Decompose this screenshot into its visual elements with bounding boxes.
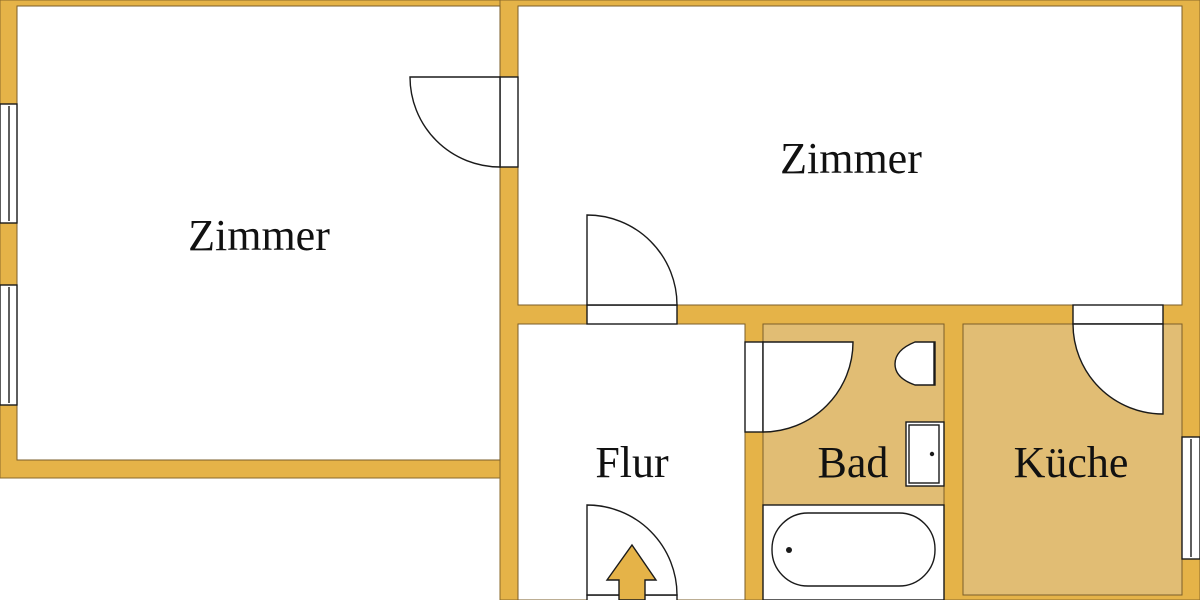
door-swing-icon (1072, 304, 1164, 415)
room-label-bad: Bad (818, 438, 889, 487)
bath-fixtures (762, 341, 945, 600)
entrance-arrow-icon (605, 543, 658, 600)
room-labels: Zimmer Zimmer Flur Bad Küche (188, 134, 1128, 487)
room-label-zimmer-left: Zimmer (188, 211, 330, 260)
door-swing-icon (409, 76, 519, 168)
windows (0, 103, 1200, 560)
bathtub-icon (762, 504, 945, 600)
window-icon (0, 284, 18, 406)
window-icon (0, 103, 18, 224)
window-icon (1181, 436, 1200, 560)
sink-icon (905, 421, 945, 487)
room-label-flur: Flur (595, 438, 669, 487)
toilet-icon (894, 341, 936, 386)
room-label-zimmer-top-right: Zimmer (780, 134, 922, 183)
door-swing-icon (586, 214, 678, 325)
door-swing-icon (744, 341, 854, 433)
room-label-kueche: Küche (1014, 438, 1129, 487)
